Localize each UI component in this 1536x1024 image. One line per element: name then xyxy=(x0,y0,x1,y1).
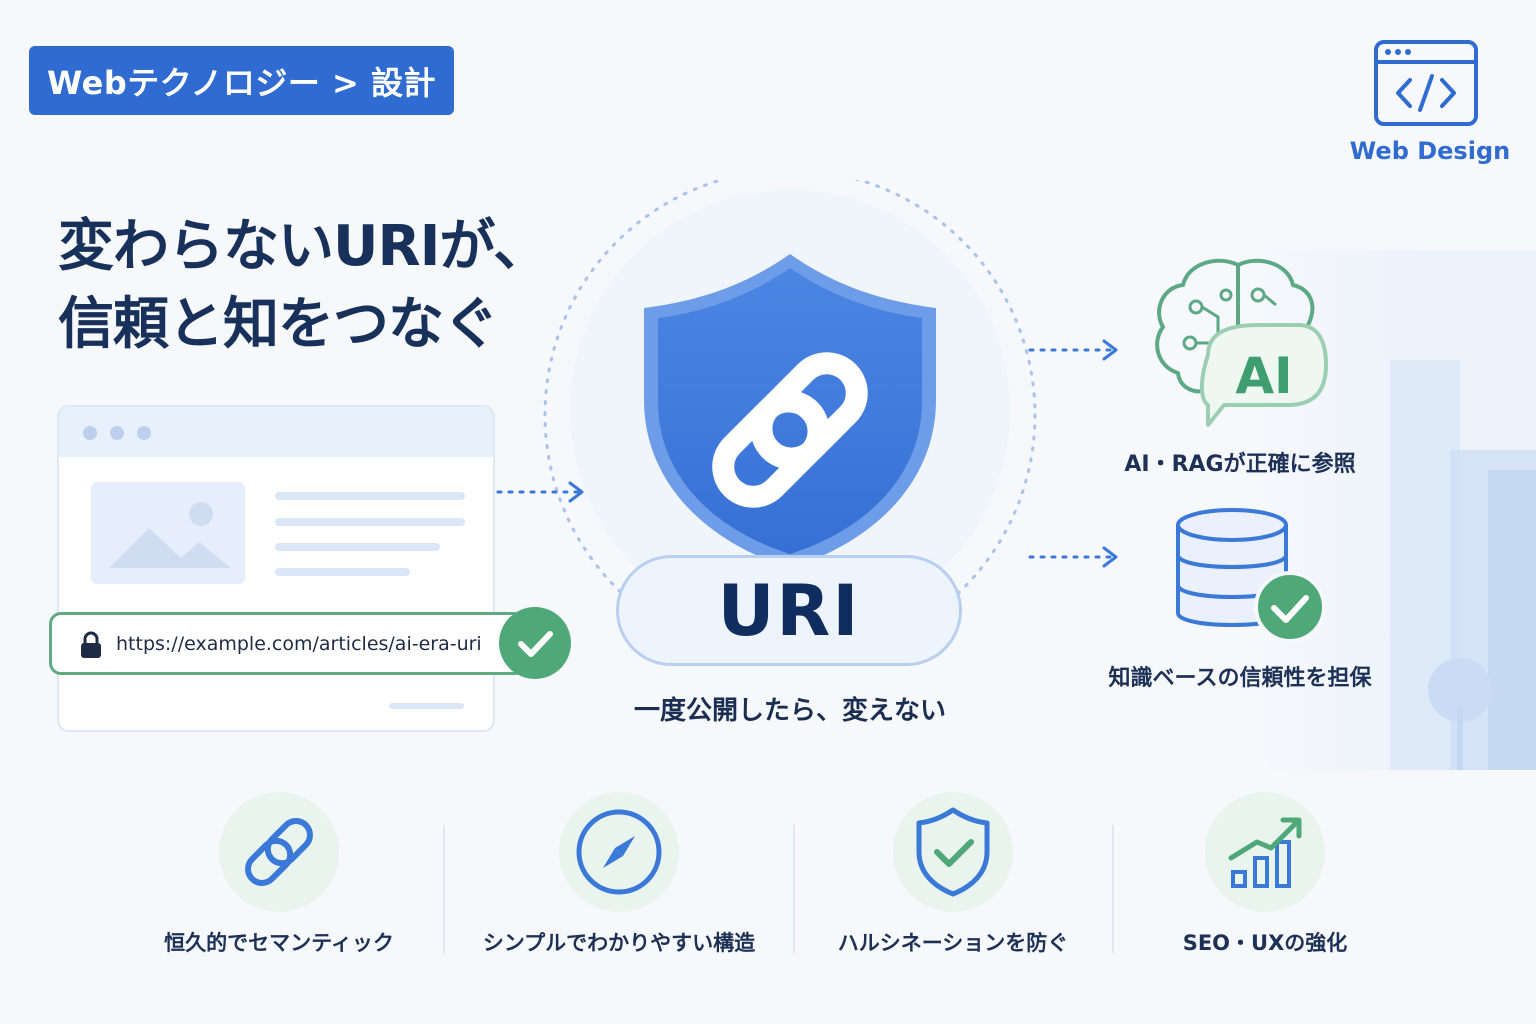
text-line-placeholder xyxy=(275,492,465,500)
feature-icon-bg xyxy=(1205,792,1325,912)
feature-label: シンプルでわかりやすい構造 xyxy=(482,931,756,955)
brain-ai-icon: AI xyxy=(1155,258,1328,427)
category-badge[interactable]: Webテクノロジー > 設計 xyxy=(29,46,454,115)
feature-icon-bg xyxy=(893,792,1013,912)
window-dot xyxy=(110,426,124,440)
headline-line-1: 変わらないURIが、 xyxy=(58,214,549,279)
feature-label: 恒久的でセマンティック xyxy=(164,931,394,955)
growth-chart-icon xyxy=(1228,817,1302,888)
uri-label-pill: URI xyxy=(616,555,962,666)
url-bar[interactable]: https://example.com/articles/ai-era-uri xyxy=(49,612,527,675)
window-dot xyxy=(137,426,151,440)
feature-label: ハルシネーションを防ぐ xyxy=(837,931,1069,955)
lock-icon xyxy=(81,631,101,658)
shield-chain-icon xyxy=(644,254,936,568)
ai-badge-text: AI xyxy=(1235,347,1292,405)
database-check-icon xyxy=(1176,508,1326,643)
text-line-placeholder xyxy=(275,543,440,551)
text-line-placeholder xyxy=(275,568,410,576)
window-dot xyxy=(83,426,97,440)
image-placeholder-icon xyxy=(91,482,245,584)
brand-label: Web Design xyxy=(1349,137,1511,165)
knowledge-base-label: 知識ベースの信頼性を担保 xyxy=(1108,666,1372,691)
feature-item: シンプルでわかりやすい構造 xyxy=(469,792,769,972)
uri-caption: 一度公開したら、変えない xyxy=(633,696,946,726)
feature-item: SEO・UXの強化 xyxy=(1115,792,1415,972)
feature-icon-bg xyxy=(219,792,339,912)
shield-check-icon xyxy=(916,807,990,897)
text-line-placeholder xyxy=(275,518,465,526)
feature-label: SEO・UXの強化 xyxy=(1182,931,1348,955)
code-window-icon xyxy=(1374,40,1478,126)
feature-icon-bg xyxy=(559,792,679,912)
headline-line-2: 信頼と知をつなぐ xyxy=(58,292,499,357)
divider xyxy=(1112,825,1114,953)
cityscape-background xyxy=(1250,250,1536,770)
url-text: https://example.com/articles/ai-era-uri xyxy=(116,632,482,655)
page-title: 変わらないURIが、 信頼と知をつなぐ xyxy=(58,208,578,364)
ai-label: AI・RAGが正確に参照 xyxy=(1124,452,1356,477)
footer-line-placeholder xyxy=(389,703,464,709)
check-icon xyxy=(499,607,571,679)
feature-item: ハルシネーションを防ぐ xyxy=(803,792,1103,972)
divider xyxy=(443,825,445,953)
divider xyxy=(793,825,795,953)
compass-icon xyxy=(576,809,662,895)
brand-logo: Web Design xyxy=(1340,38,1520,173)
feature-item: 恒久的でセマンティック xyxy=(129,792,429,972)
browser-mockup xyxy=(57,405,495,732)
link-icon xyxy=(245,818,313,886)
browser-titlebar xyxy=(59,407,493,457)
